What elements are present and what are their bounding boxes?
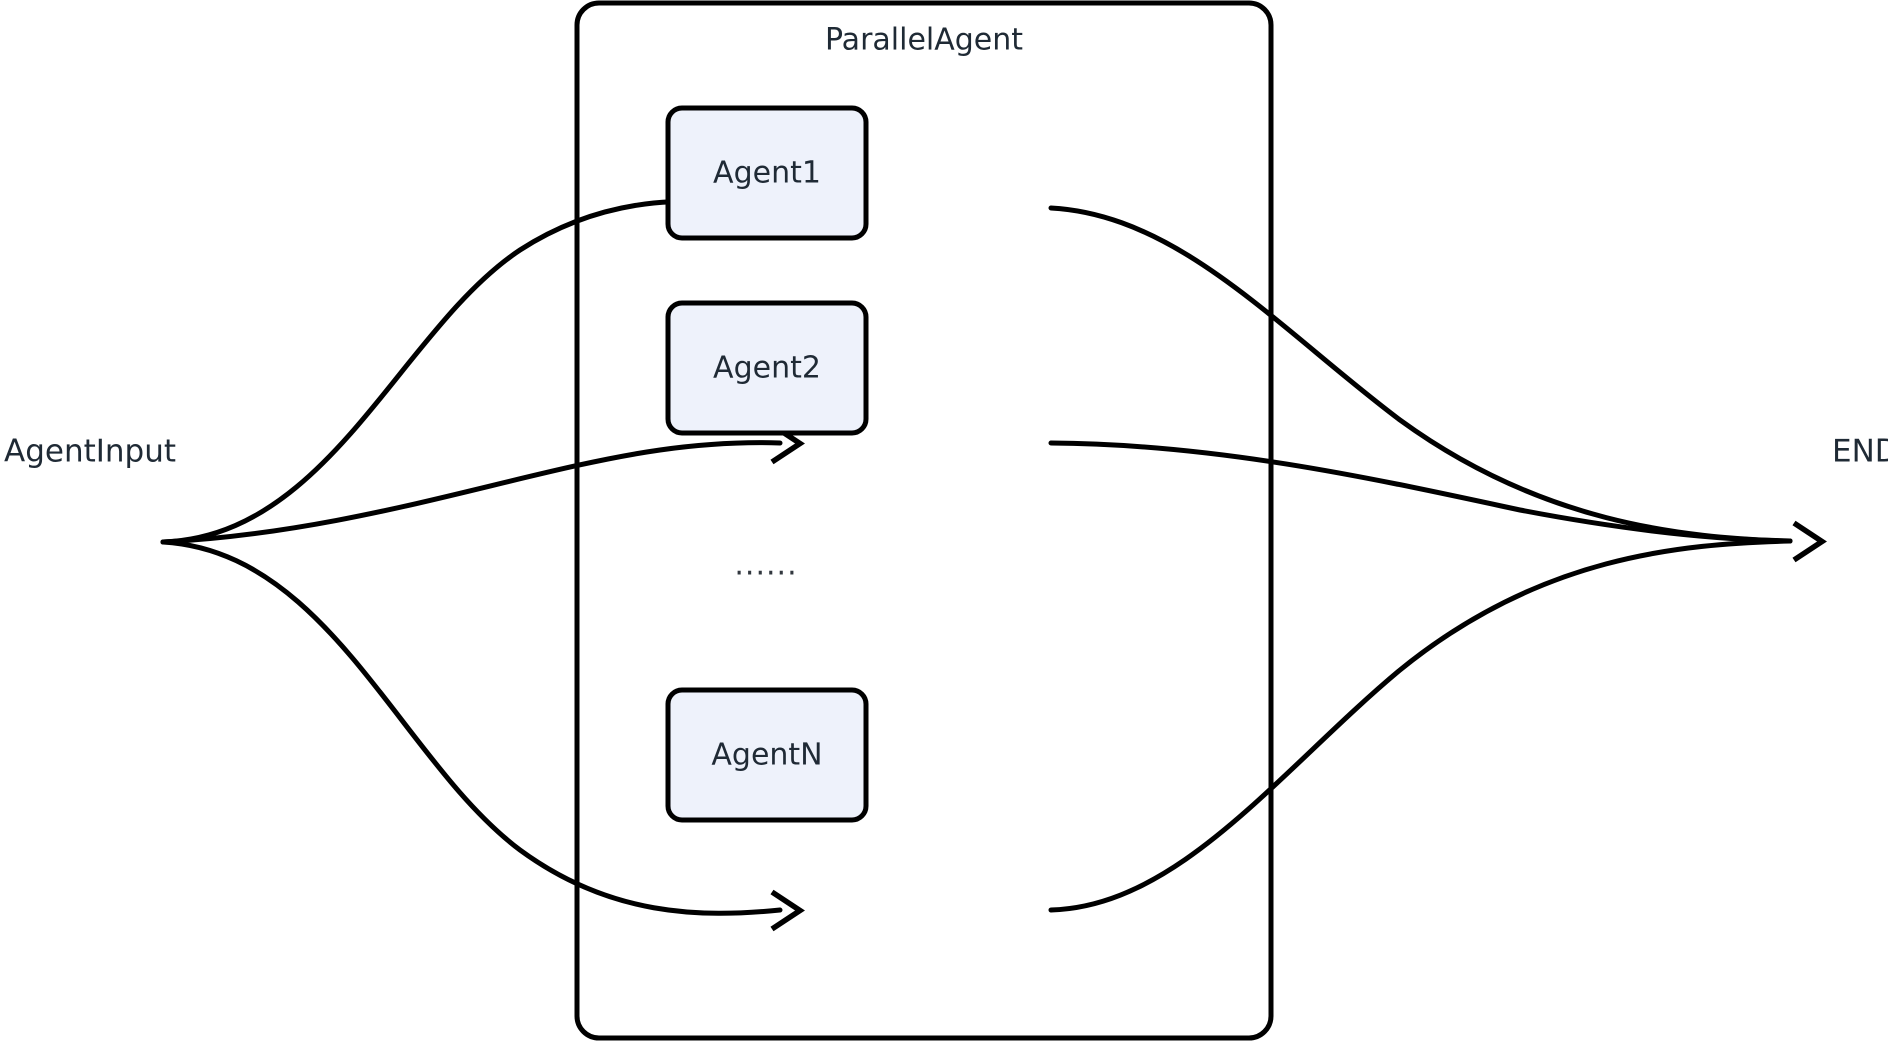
agent-input-label[interactable]: AgentInput — [4, 434, 176, 470]
agent1-box[interactable] — [665, 105, 869, 241]
agent-node-agent2[interactable]: Agent2 — [665, 300, 869, 436]
parallel-agent-title: ParallelAgent — [825, 23, 1023, 58]
edge-input-to-agentN — [160, 539, 805, 932]
agentn-label: AgentN — [711, 738, 822, 773]
arrowhead-end — [1792, 520, 1827, 563]
edge-input-to-agentN-path — [160, 539, 783, 916]
agent1-label: Agent1 — [713, 156, 821, 191]
agent2-box[interactable] — [665, 300, 869, 436]
edge-agentN-to-end-path — [1048, 538, 1793, 913]
arrowhead-agentN — [770, 889, 805, 932]
edge-agentN-to-end — [1048, 538, 1793, 913]
agent-node-agentn[interactable]: AgentN — [665, 687, 869, 823]
end-label[interactable]: END — [1832, 434, 1888, 470]
agents-ellipsis: ...... — [734, 548, 797, 583]
agent2-label: Agent2 — [713, 351, 821, 386]
agent-node-agent1[interactable]: Agent1 — [665, 105, 869, 241]
agentn-box[interactable] — [665, 687, 869, 823]
edge-agent2-to-end — [1048, 440, 1793, 544]
edge-input-to-agent2-path — [160, 440, 783, 545]
edge-agent2-to-end-path — [1048, 440, 1793, 544]
